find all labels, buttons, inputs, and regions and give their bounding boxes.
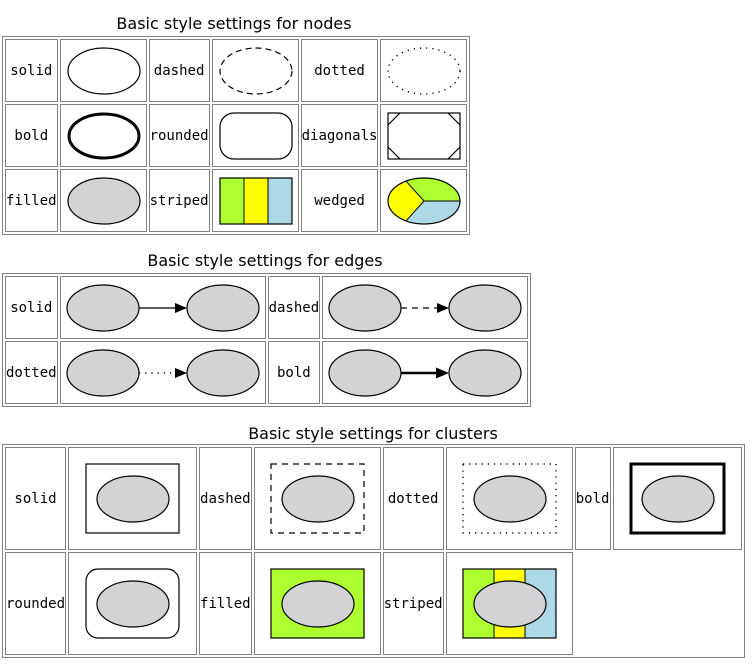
cluster-striped-shape: [462, 568, 557, 639]
edge-dotted-shape: [65, 349, 260, 397]
cluster-dashed-shape: [269, 463, 365, 534]
node-filled-example: [59, 169, 147, 232]
edge-bold-shape: [328, 349, 522, 397]
label-node-solid: solid: [5, 39, 58, 102]
label-node-striped: striped: [148, 169, 210, 232]
label-node-rounded: rounded: [148, 104, 210, 167]
cluster-solid-example: [68, 447, 198, 550]
label-cluster-filled: filled: [199, 552, 252, 655]
clusters-caption: Basic style settings for clusters: [248, 424, 498, 443]
edge-solid-shape: [65, 284, 260, 332]
node-striped-shape: [218, 177, 293, 225]
label-edge-bold: bold: [267, 341, 321, 404]
label-cluster-dashed: dashed: [199, 447, 252, 550]
cluster-solid-shape: [85, 463, 180, 534]
label-node-diagonals: diagonals: [300, 104, 379, 167]
label-node-dotted: dotted: [300, 39, 379, 102]
node-solid-shape: [66, 47, 141, 95]
node-filled-shape: [66, 177, 141, 225]
node-bold-example: [59, 104, 147, 167]
node-diagonals-shape: [387, 112, 462, 160]
label-cluster-striped: striped: [382, 552, 444, 655]
edge-solid-example: [59, 276, 266, 339]
cluster-bold-example: [612, 447, 742, 550]
label-cluster-solid: solid: [5, 447, 67, 550]
node-wedged-shape: [387, 177, 462, 225]
cluster-dashed-example: [253, 447, 381, 550]
node-solid-example: [59, 39, 147, 102]
node-styles-table: solid dashed dotted bold rounded diagona…: [2, 36, 471, 235]
node-dotted-example: [380, 39, 468, 102]
label-edge-dotted: dotted: [5, 341, 58, 404]
label-edge-dashed: dashed: [267, 276, 321, 339]
label-node-dashed: dashed: [148, 39, 210, 102]
edge-dotted-example: [59, 341, 266, 404]
edges-caption: Basic style settings for edges: [147, 251, 383, 270]
node-dotted-shape: [387, 47, 462, 95]
label-cluster-rounded: rounded: [5, 552, 67, 655]
label-node-wedged: wedged: [300, 169, 379, 232]
edge-dashed-example: [322, 276, 529, 339]
node-diagonals-example: [380, 104, 468, 167]
label-edge-solid: solid: [5, 276, 58, 339]
cluster-rounded-shape: [85, 568, 180, 639]
cluster-bold-shape: [629, 462, 726, 535]
node-rounded-example: [211, 104, 299, 167]
node-dashed-example: [211, 39, 299, 102]
node-dashed-shape: [218, 47, 293, 95]
cluster-rounded-example: [68, 552, 198, 655]
label-cluster-bold: bold: [574, 447, 611, 550]
node-wedged-example: [380, 169, 468, 232]
cluster-dotted-example: [445, 447, 573, 550]
edge-dashed-shape: [328, 284, 522, 332]
cluster-dotted-shape: [461, 463, 557, 534]
edge-bold-example: [322, 341, 529, 404]
cluster-styles-table: solid dashed dotted bold: [2, 444, 745, 658]
node-rounded-shape: [218, 112, 293, 160]
node-bold-shape: [67, 112, 141, 160]
cluster-striped-example: [445, 552, 573, 655]
label-node-filled: filled: [5, 169, 58, 232]
cluster-filled-example: [253, 552, 381, 655]
label-cluster-dotted: dotted: [382, 447, 444, 550]
nodes-caption: Basic style settings for nodes: [116, 14, 352, 33]
node-striped-example: [211, 169, 299, 232]
label-node-bold: bold: [5, 104, 58, 167]
cluster-filled-shape: [269, 568, 365, 639]
edge-styles-table: solid dashed dotted: [2, 273, 532, 407]
